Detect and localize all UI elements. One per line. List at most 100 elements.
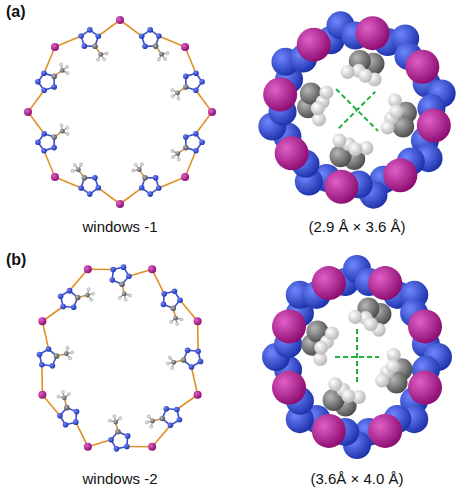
coordination-bond	[98, 20, 120, 36]
coordination-bond	[120, 188, 142, 204]
nitrogen-atom	[161, 302, 167, 308]
nitrogen-atom	[87, 191, 93, 197]
metal-atom	[84, 443, 92, 451]
coordination-bond	[197, 321, 199, 351]
carbon-atom	[115, 429, 121, 435]
hydrogen-atom	[66, 126, 69, 129]
coordination-bond	[55, 36, 81, 47]
nitrogen-atom	[193, 70, 199, 76]
nitrogen-atom	[96, 33, 102, 39]
nitrogen-atom	[126, 273, 132, 279]
nitrogen-atom	[63, 422, 69, 428]
carbon-atom	[173, 316, 178, 321]
nitrogen-atom	[110, 267, 116, 273]
metal-atom	[181, 173, 189, 181]
nitrogen-sphere-layer	[258, 11, 455, 208]
hydrogen-atom	[57, 395, 60, 398]
nitrogen-atom	[41, 70, 47, 76]
carbon-atom	[181, 357, 187, 363]
coordination-bond	[191, 367, 197, 395]
metal-sphere	[405, 50, 439, 84]
carbon-atom	[119, 281, 125, 287]
carbon-atom	[150, 419, 155, 424]
carbon-atom	[160, 416, 166, 422]
metal-atom	[194, 317, 202, 325]
metal-atom	[194, 391, 202, 399]
panel-letter: (a)	[6, 2, 26, 21]
nitrogen-atom	[60, 304, 66, 310]
hydrogen-atom	[118, 296, 121, 299]
hydrogen-atom	[180, 318, 183, 321]
hydrogen-sphere	[341, 65, 355, 79]
hydrogen-sphere	[319, 85, 333, 99]
nitrogen-atom	[51, 84, 57, 90]
nitrogen-atom	[41, 88, 47, 94]
nitrogen-atom	[96, 185, 102, 191]
carbon-atom	[92, 43, 98, 49]
hydrogen-atom	[66, 346, 69, 349]
bond-lines	[28, 20, 212, 204]
nitrogen-atom	[147, 27, 153, 33]
carbon-atom	[51, 134, 57, 140]
nitrogen-atom	[57, 413, 63, 419]
nitrogen-atom	[108, 437, 114, 443]
metal-sphere	[297, 28, 331, 62]
space-filling-ring	[258, 11, 455, 208]
coordination-bond	[41, 365, 43, 395]
metal-sphere	[272, 371, 306, 405]
hydrogen-atom	[166, 52, 169, 55]
carbon-atom	[113, 420, 118, 425]
carbon-atom	[122, 292, 127, 297]
hydrogen-atom	[119, 417, 122, 420]
coordination-bond	[159, 177, 185, 188]
nitrogen-atom	[124, 444, 130, 450]
carbon-atom	[170, 306, 176, 312]
metal-sphere	[356, 16, 390, 50]
hydrogen-sphere	[332, 134, 346, 148]
coordination-bond	[42, 321, 48, 349]
hydrogen-atom	[140, 163, 143, 166]
hydrogen-atom	[150, 425, 153, 428]
hydrogen-atom	[60, 63, 63, 66]
hydrogen-atom	[66, 132, 69, 135]
nitrogen-sphere-layer	[262, 255, 452, 459]
carbon-atom	[98, 52, 103, 57]
nitrogen-atom	[41, 148, 47, 154]
carbon-atom	[60, 68, 65, 73]
hydrogen-atom	[113, 415, 116, 418]
coordination-bond	[185, 47, 196, 73]
atoms	[37, 264, 204, 451]
nitrogen-atom	[125, 433, 131, 439]
hydrogen-atom	[61, 391, 64, 394]
hydrogen-atom	[171, 149, 174, 152]
hydrogen-atom	[69, 357, 72, 360]
hydrogen-atom	[60, 124, 63, 127]
aperture-dimension-lines	[336, 89, 378, 131]
metal-sphere	[272, 309, 306, 343]
dimension-line	[356, 329, 358, 385]
nitrogen-atom	[164, 406, 170, 412]
window-size: (2.9 Å × 3.6 Å)	[308, 218, 405, 236]
hydrogen-atom	[90, 298, 93, 301]
nitrogen-atom	[82, 43, 88, 49]
nitrogen-atom	[78, 33, 84, 39]
carbon-atom	[153, 43, 159, 49]
carbon-atom	[137, 167, 142, 172]
nitrogen-atom	[199, 79, 205, 85]
carbon-atom	[159, 52, 164, 57]
carbon-atom	[76, 167, 81, 172]
hydrogen-sphere	[311, 101, 325, 115]
carbon-atom	[64, 351, 69, 356]
hydrogen-atom	[171, 367, 174, 370]
hydrogen-sphere	[375, 374, 389, 388]
hydrogen-atom	[177, 158, 180, 161]
coordination-bond	[196, 112, 212, 134]
hydrogen-atom	[67, 392, 70, 395]
nitrogen-atom	[199, 139, 205, 145]
window-label: windows -2	[82, 470, 157, 488]
carbon-atom	[75, 295, 81, 301]
panel-letter: (b)	[6, 250, 26, 269]
carbon-atom	[51, 74, 57, 80]
hydrogen-sphere	[328, 377, 342, 391]
